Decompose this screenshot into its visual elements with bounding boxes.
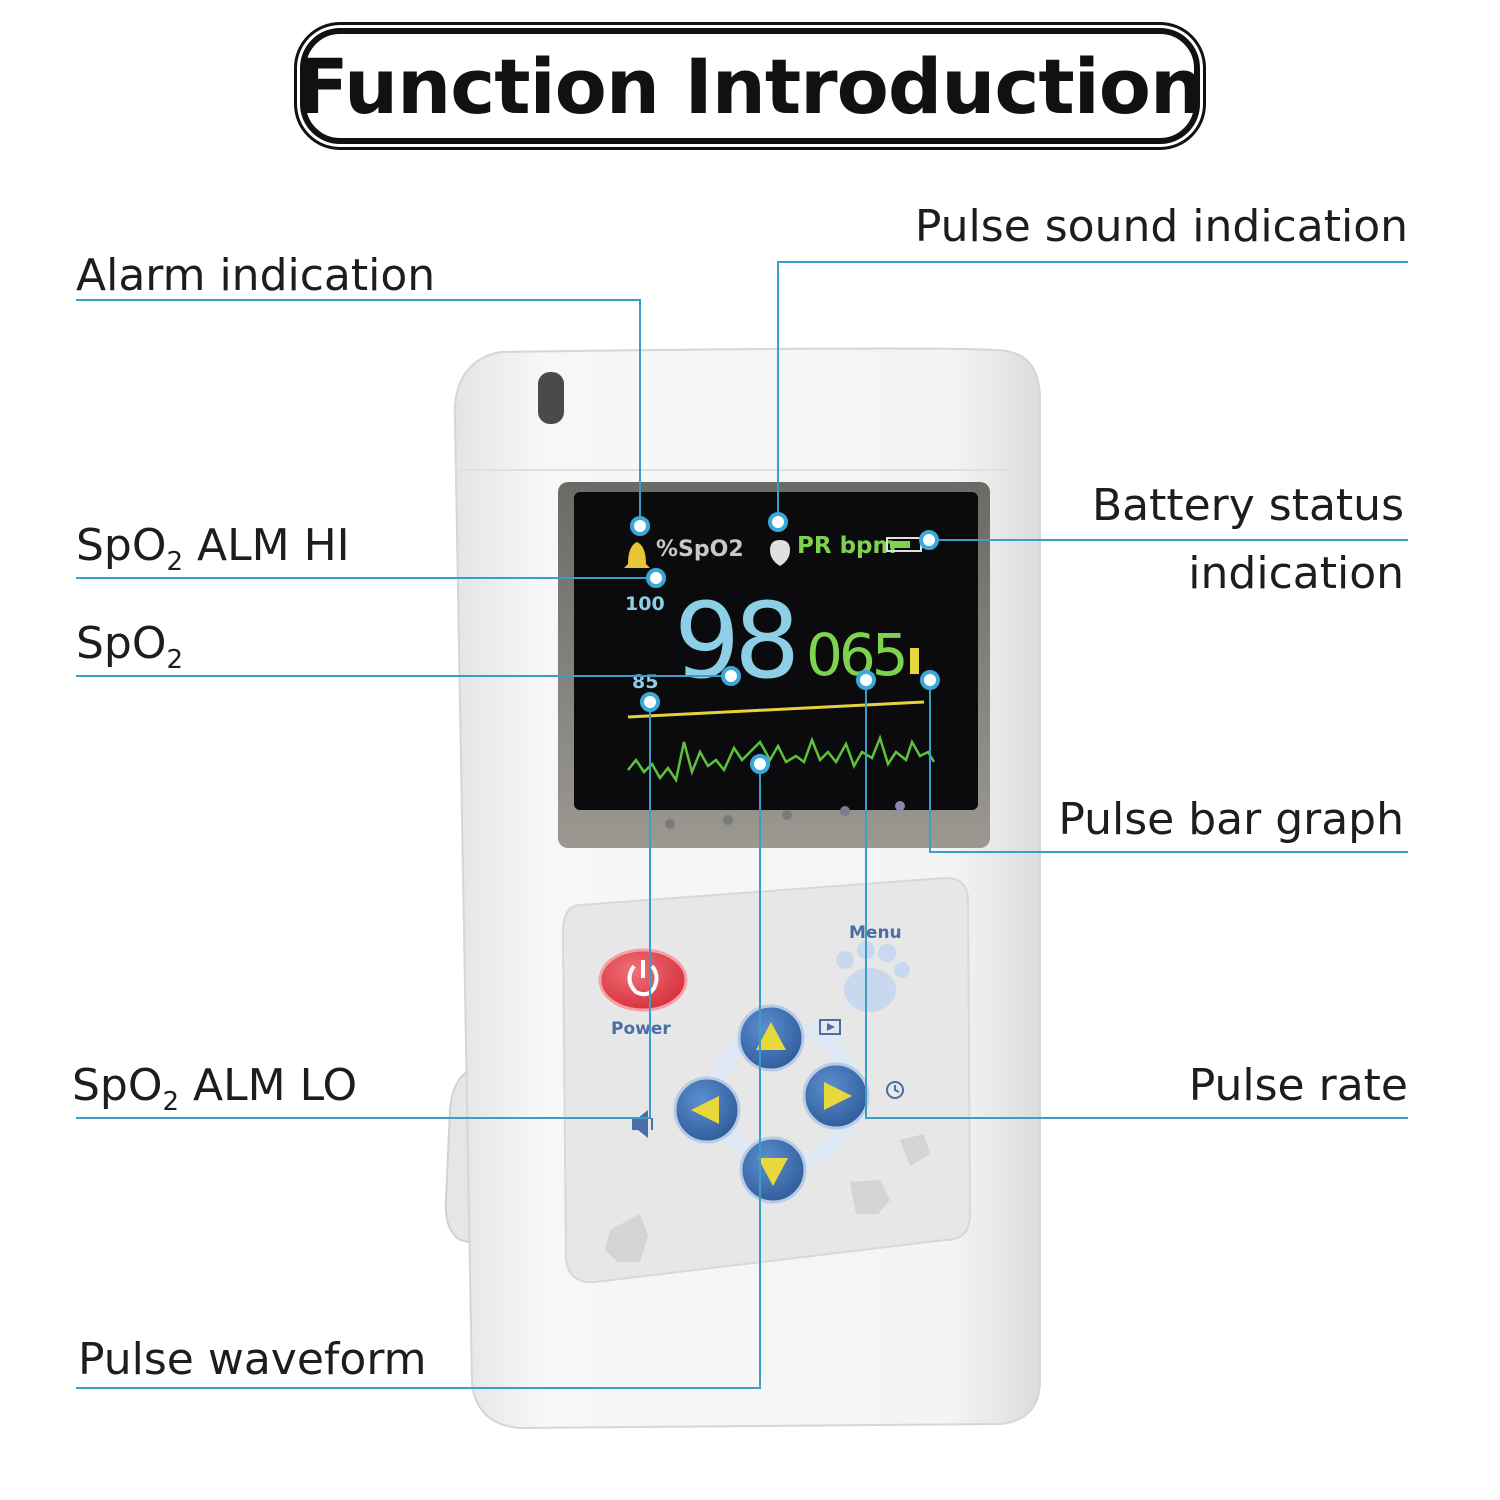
label-spo2-alm-hi: SpO2 ALM HI xyxy=(76,524,350,577)
pulse-rate-value: 065 xyxy=(806,621,905,689)
title-banner: Function Introduction xyxy=(296,28,1204,144)
nav-down-button[interactable] xyxy=(739,1136,807,1204)
label-spo2: SpO2 xyxy=(76,622,184,675)
leader-alarm xyxy=(76,299,641,526)
label-spo2-alm-hi-sub: 2 xyxy=(166,547,184,577)
label-alarm-indication: Alarm indication xyxy=(76,250,436,301)
play-icon xyxy=(819,1019,841,1035)
pulse-bar-graph xyxy=(910,648,919,674)
leader-lines xyxy=(76,261,1408,1389)
pulse-waveform-trace xyxy=(627,734,936,784)
indicator-led xyxy=(895,801,905,811)
label-pulse-rate: Pulse rate xyxy=(1188,1060,1408,1111)
label-spo2-alm-lo-prefix: SpO xyxy=(72,1060,163,1111)
callout-dot xyxy=(721,666,741,686)
label-pulse-bar-graph: Pulse bar graph xyxy=(1058,794,1404,845)
menu-button-label: Menu xyxy=(849,923,902,943)
label-spo2-alm-lo-suffix: ALM LO xyxy=(179,1060,358,1111)
alarm-high-value: 100 xyxy=(625,593,665,615)
clock-icon xyxy=(886,1081,904,1099)
power-button[interactable] xyxy=(598,948,688,1012)
callout-dot xyxy=(750,754,770,774)
label-spo2-alm-hi-prefix: SpO xyxy=(76,520,167,571)
nav-left-button[interactable] xyxy=(673,1076,741,1144)
indicator-led xyxy=(665,819,675,829)
leader-pulse-sound xyxy=(777,261,1408,522)
callout-dot xyxy=(630,516,650,536)
nav-up-button[interactable] xyxy=(737,1004,805,1072)
leader-bar-graph xyxy=(929,680,1408,853)
callout-markers xyxy=(630,512,940,774)
label-battery-status: Battery status xyxy=(1091,480,1404,531)
callout-dot xyxy=(919,530,939,550)
sensor-port xyxy=(538,372,564,424)
leader-alm-lo xyxy=(76,702,651,1119)
alarm-threshold-line xyxy=(627,700,925,719)
callout-dot xyxy=(768,512,788,532)
label-battery-indication: indication xyxy=(1188,548,1404,599)
leader-waveform xyxy=(76,764,761,1389)
callout-dot xyxy=(920,670,940,690)
callout-dot xyxy=(640,692,660,712)
animal-decoration xyxy=(605,1134,930,1262)
label-pulse-sound-indication: Pulse sound indication xyxy=(914,201,1408,252)
paw-icon[interactable] xyxy=(836,941,910,1012)
keypad-panel: Power Menu xyxy=(561,876,972,1284)
indicator-led xyxy=(782,810,792,820)
label-spo2-alm-hi-suffix: ALM HI xyxy=(183,520,350,571)
label-pulse-waveform: Pulse waveform xyxy=(78,1334,427,1385)
page-title: Function Introduction xyxy=(296,41,1204,131)
label-spo2-alm-lo: SpO2 ALM LO xyxy=(72,1064,357,1117)
bell-icon xyxy=(624,542,650,568)
label-spo2-prefix: SpO xyxy=(76,618,167,669)
alarm-low-value: 85 xyxy=(632,671,658,693)
spo2-unit-label: %SpO2 xyxy=(656,537,744,562)
label-spo2-sub: 2 xyxy=(166,645,184,675)
callout-dot xyxy=(646,568,666,588)
pr-unit-label: PR bpm xyxy=(797,533,896,559)
power-icon xyxy=(627,960,659,997)
screen-bezel xyxy=(558,482,990,848)
label-spo2-alm-lo-sub: 2 xyxy=(162,1087,180,1117)
leader-pulse-rate xyxy=(865,680,1408,1119)
indicator-led xyxy=(723,815,733,825)
heart-icon xyxy=(770,540,790,566)
lcd-screen xyxy=(574,492,978,810)
indicator-led xyxy=(840,806,850,816)
nav-right-button[interactable] xyxy=(802,1062,870,1130)
callout-dot xyxy=(856,670,876,690)
power-button-label: Power xyxy=(611,1019,671,1039)
